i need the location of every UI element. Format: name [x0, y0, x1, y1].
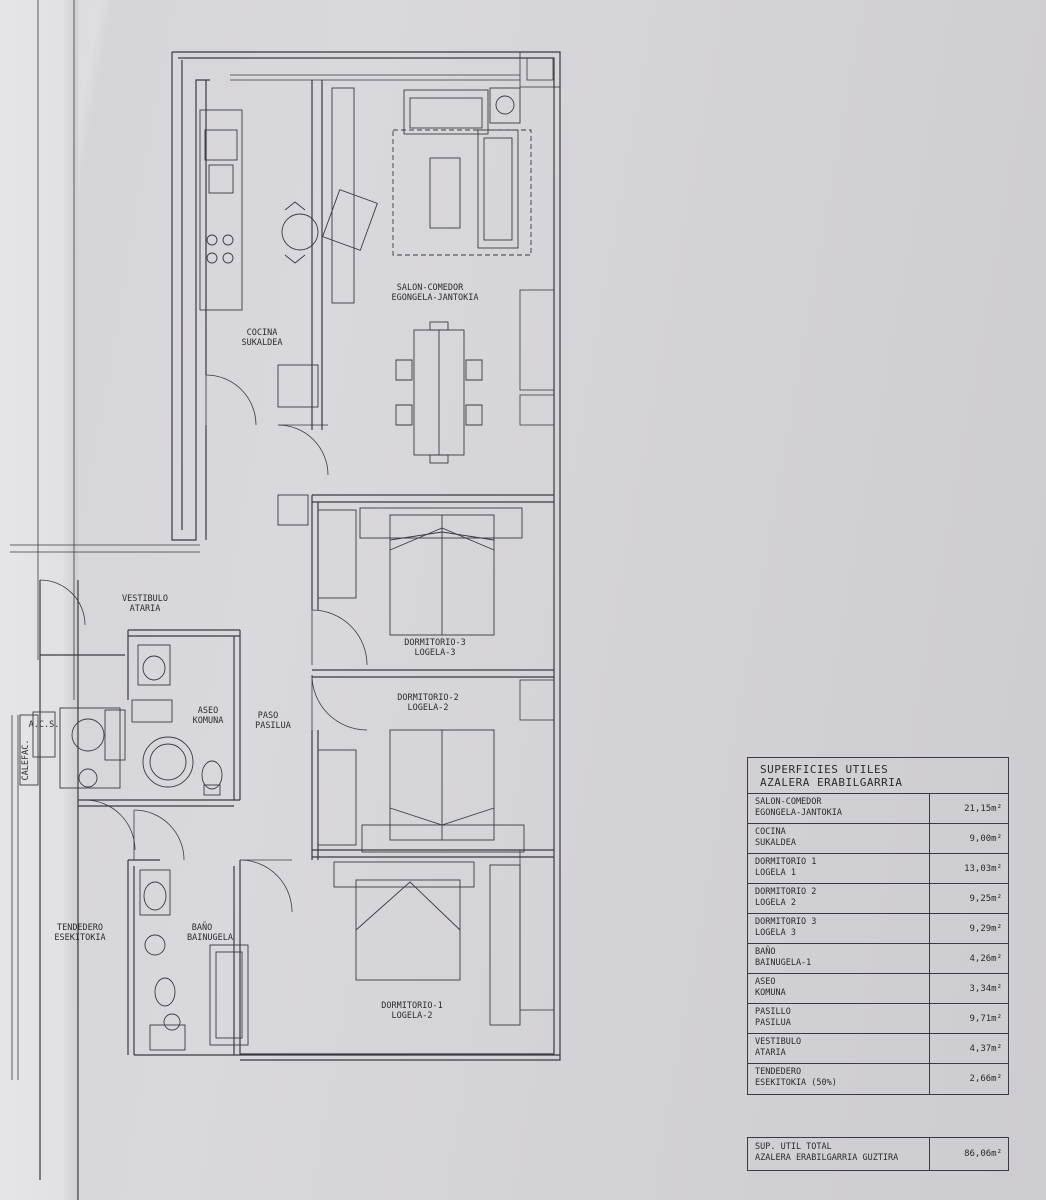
label-dormitorio2-2: LOGELA-2: [408, 703, 449, 713]
paper-fold: [0, 0, 78, 1200]
room-area: 3,34m²: [969, 983, 1002, 994]
room-area: 4,37m²: [969, 1043, 1002, 1054]
label-paso-2: PASILUA: [255, 721, 291, 731]
label-cocina-1: COCINA: [247, 328, 278, 338]
doors: [39, 374, 368, 913]
bedroom-furniture: [317, 507, 525, 1026]
room-area: 9,00m²: [969, 833, 1002, 844]
label-tendedero-1: TENDEDERO: [57, 923, 103, 933]
label-dormitorio2-1: DORMITORIO-2: [397, 693, 458, 703]
label-dormitorio3-1: DORMITORIO-3: [404, 638, 465, 648]
room-area: 21,15m²: [964, 803, 1002, 814]
label-salon-2: EGONGELA-JANTOKIA: [392, 293, 479, 303]
area-table-title: SUPERFICIES UTILES AZALERA ERABILGARRIA: [748, 758, 1008, 794]
total-area-value: 86,06m²: [964, 1149, 1002, 1159]
label-tendedero-2: ESEKITOKIA: [54, 933, 105, 943]
label-salon-1: SALON-COMEDOR: [397, 283, 464, 293]
label-bano-2: BAINUGELA: [187, 933, 233, 943]
label-acs: A.C.S.: [29, 720, 60, 730]
label-cocina-2: SUKALDEA: [242, 338, 283, 348]
label-paso-1: PASO: [258, 711, 278, 721]
utility-equipment: [19, 494, 309, 789]
label-aseo-2: KOMUNA: [193, 716, 224, 726]
room-area: 2,66m²: [969, 1074, 1002, 1084]
room-area: 4,26m²: [969, 953, 1002, 964]
kitchen-fixtures: [199, 87, 378, 408]
area-table-total: SUP. UTIL TOTAL AZALERA ERABILGARRIA GUZ…: [747, 1137, 1009, 1171]
label-calefac: CALEFAC.: [21, 740, 31, 781]
label-bano-1: BAÑO: [192, 922, 212, 933]
label-dormitorio1-1: DORMITORIO-1: [381, 1001, 442, 1011]
room-area: 9,71m²: [969, 1013, 1002, 1024]
label-vestibulo-1: VESTIBULO: [122, 594, 168, 604]
living-furniture: [392, 87, 532, 464]
room-area: 13,03m²: [964, 863, 1002, 874]
label-dormitorio1-2: LOGELA-2: [392, 1011, 433, 1021]
outer-walls: [171, 51, 561, 1061]
room-labels: COCINA SUKALDEA SALON-COMEDOR EGONGELA-J…: [21, 283, 479, 1021]
room-area: 9,29m²: [969, 923, 1002, 934]
bathroom-fixtures: [131, 644, 249, 1051]
label-dormitorio3-2: LOGELA-3: [415, 648, 456, 658]
label-aseo-1: ASEO: [198, 706, 218, 716]
area-table: SUPERFICIES UTILES AZALERA ERABILGARRIA …: [747, 757, 1009, 1095]
label-vestibulo-2: ATARIA: [130, 604, 161, 614]
room-area: 9,25m²: [969, 893, 1002, 904]
left-margin-lines: [10, 0, 200, 1080]
